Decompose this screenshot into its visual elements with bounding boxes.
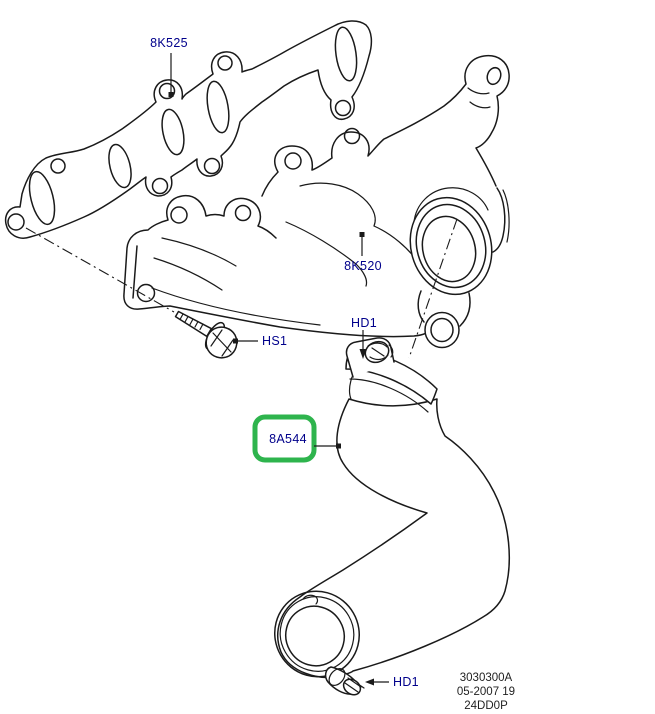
exhaust-manifold-drawing bbox=[123, 54, 510, 349]
callout-gasket-label[interactable]: 8K525 bbox=[150, 36, 188, 50]
exhaust-manifold-gasket-drawing bbox=[4, 20, 373, 239]
callout-hose-label[interactable]: 8A544 bbox=[269, 432, 307, 446]
callout-manifold-label[interactable]: 8K520 bbox=[344, 259, 382, 273]
drawing-number: 3030300A bbox=[460, 672, 513, 684]
flange-bolt-drawing bbox=[174, 310, 238, 359]
drawing-date-code: 05-2007 19 bbox=[457, 686, 515, 698]
turbocharger-hose-drawing bbox=[273, 398, 511, 679]
selected-part-highlight[interactable] bbox=[252, 414, 317, 463]
callout-gasket[interactable]: 8K525 bbox=[150, 36, 188, 97]
drawing-sheet-code: 24DD0P bbox=[464, 700, 508, 712]
hose-axis-centerline bbox=[408, 218, 458, 359]
hose-clamp-upper-drawing bbox=[345, 337, 438, 413]
callout-manifold[interactable]: 8K520 bbox=[344, 232, 382, 273]
callout-clamp-lower[interactable]: HD1 bbox=[365, 675, 419, 689]
hose-clamp-lower-drawing bbox=[324, 666, 365, 696]
callout-clamp-lower-label[interactable]: HD1 bbox=[393, 675, 419, 689]
bolt-axis-centerline bbox=[25, 227, 175, 313]
drawing-stamp: 3030300A 05-2007 19 24DD0P bbox=[457, 672, 515, 712]
callout-bolt-label[interactable]: HS1 bbox=[262, 334, 287, 348]
callout-hose-selected[interactable]: 8A544 bbox=[252, 414, 341, 463]
callout-clamp-upper-label[interactable]: HD1 bbox=[351, 316, 377, 330]
callout-clamp-upper[interactable]: HD1 bbox=[351, 316, 377, 359]
callout-bolt[interactable]: HS1 bbox=[233, 334, 287, 348]
